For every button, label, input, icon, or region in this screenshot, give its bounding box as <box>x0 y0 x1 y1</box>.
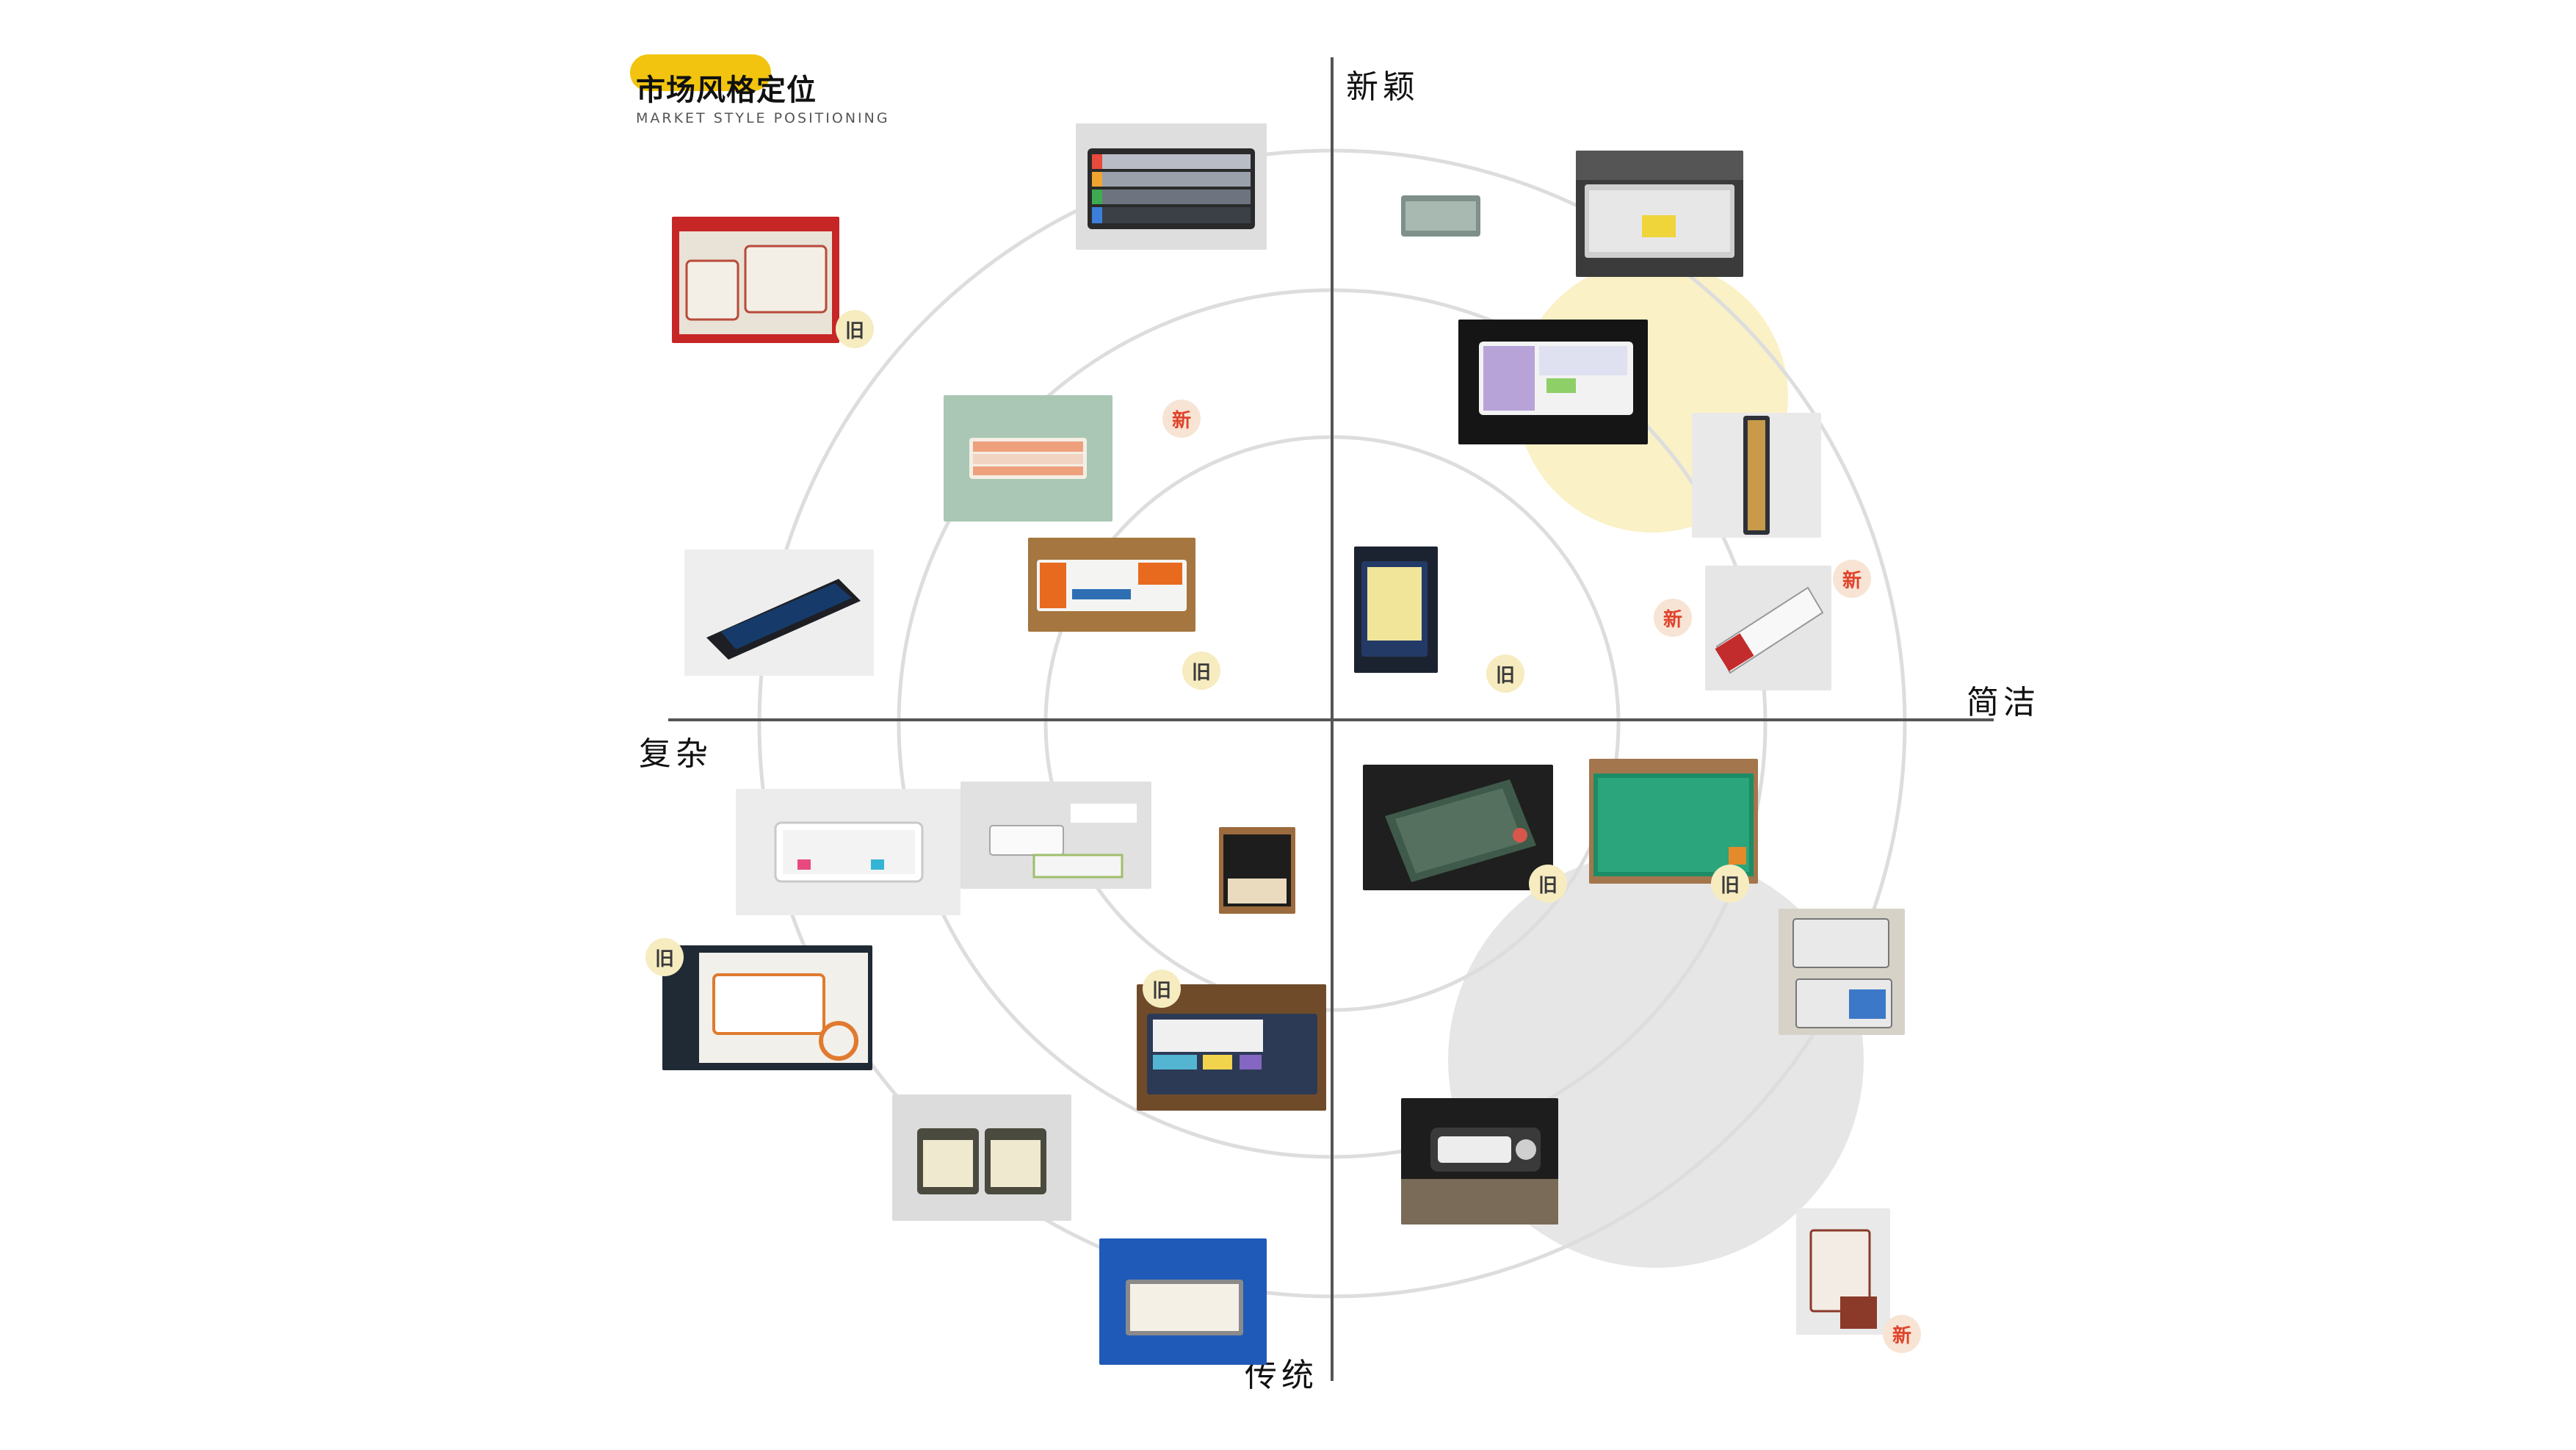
keyboard-photo <box>960 782 1151 889</box>
keyboard-photo <box>1354 547 1438 673</box>
badge-old: 旧 <box>1143 970 1181 1008</box>
keyboard-photo <box>1219 827 1295 914</box>
keyboard-photo <box>1692 413 1821 538</box>
keyboard-photo <box>672 217 839 343</box>
axis-label-right: 简洁 <box>1967 684 2040 721</box>
keyboard-photo <box>1796 1208 1890 1335</box>
keyboard-photo <box>1401 1098 1558 1224</box>
badge-old: 旧 <box>1529 865 1567 903</box>
page-title: 市场风格定位 <box>636 73 817 107</box>
badge-new: 新 <box>1833 560 1871 598</box>
keyboard-photo <box>662 945 872 1070</box>
keyboard-photo <box>1458 320 1648 444</box>
keyboard-photo <box>1028 538 1195 632</box>
page-subtitle: MARKET STYLE POSITIONING <box>636 110 890 126</box>
keyboard-photo <box>1099 1238 1267 1365</box>
keyboard-photo <box>944 395 1112 522</box>
keyboard-photo <box>1363 765 1553 890</box>
badge-old: 旧 <box>1486 654 1524 693</box>
keyboard-photo <box>1076 123 1267 250</box>
title-highlight <box>630 54 771 91</box>
badge-new: 新 <box>1654 599 1692 637</box>
keyboard-photo <box>684 549 874 676</box>
keyboard-photo <box>1395 185 1486 247</box>
keyboard-photo <box>1705 566 1831 690</box>
badge-new: 新 <box>1883 1315 1921 1353</box>
axis-label-left: 复杂 <box>639 735 712 773</box>
axis-label-top: 新颖 <box>1346 68 1419 106</box>
badge-old: 旧 <box>1182 652 1220 690</box>
keyboard-photo <box>1137 984 1326 1111</box>
badge-old: 旧 <box>1711 865 1749 903</box>
keyboard-photo <box>736 789 960 915</box>
badge-new: 新 <box>1162 400 1201 438</box>
badge-old: 旧 <box>645 938 684 976</box>
keyboard-photo <box>892 1094 1071 1221</box>
keyboard-photo <box>1576 151 1743 277</box>
keyboard-photo <box>1779 909 1905 1035</box>
keyboard-photo <box>1589 759 1758 884</box>
badge-old: 旧 <box>836 310 874 348</box>
